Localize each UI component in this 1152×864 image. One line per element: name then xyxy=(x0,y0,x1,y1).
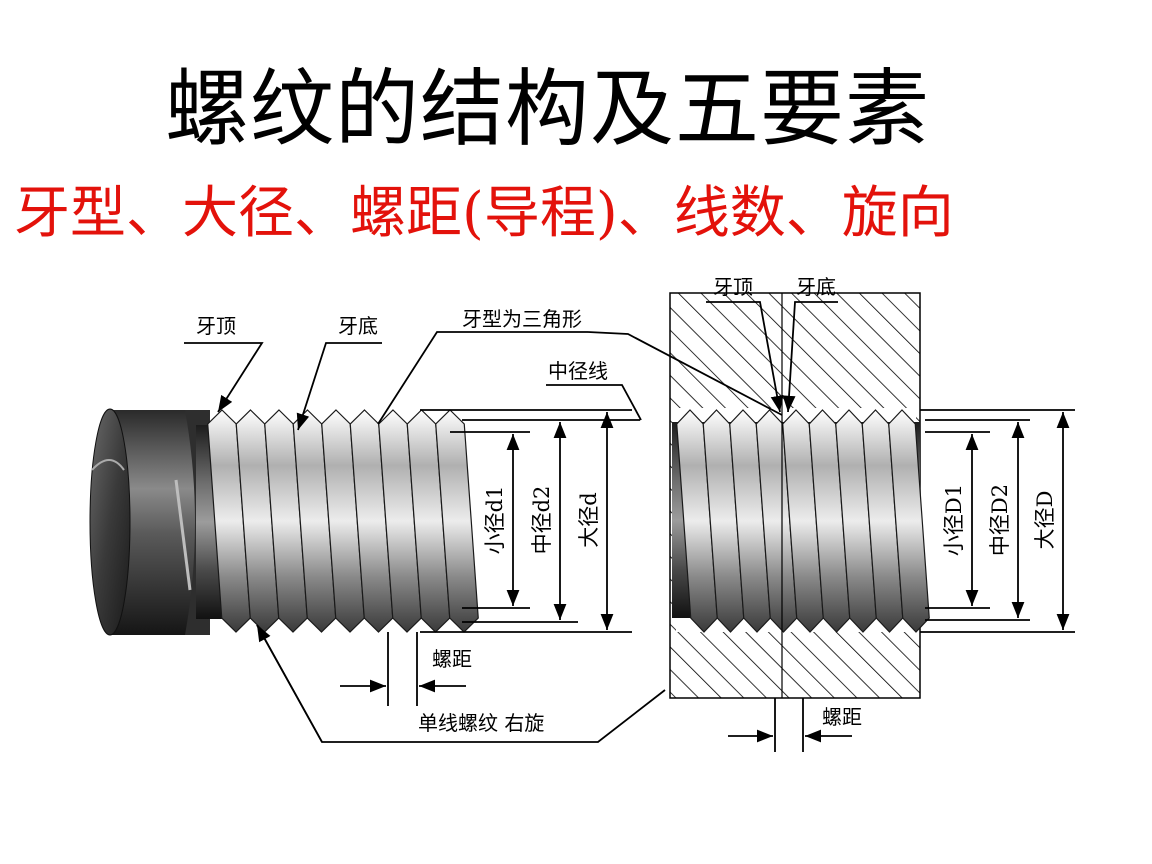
pitch-diameter-D2-label: 中径D2 xyxy=(988,484,1012,556)
pitch-line-label: 中径线 xyxy=(548,359,608,383)
major-diameter-d-label: 大径d xyxy=(577,492,601,547)
bolt-crest-label: 牙顶 xyxy=(196,314,236,338)
bolt-pitch-label: 螺距 xyxy=(432,647,472,671)
nut-section xyxy=(669,292,930,699)
nut-crest-label: 牙顶 xyxy=(713,275,753,299)
nut-root-label: 牙底 xyxy=(796,275,836,299)
major-diameter-D-label: 大径D xyxy=(1033,491,1057,550)
thread-profile-label: 牙型为三角形 xyxy=(462,307,582,331)
pitch-diameter-d2-label: 中径d2 xyxy=(530,486,554,555)
dimension-lines xyxy=(184,301,1075,752)
page-subtitle: 牙型、大径、螺距(导程)、线数、旋向 xyxy=(14,181,954,246)
bolt xyxy=(89,408,479,636)
bolt-root-label: 牙底 xyxy=(338,314,378,338)
minor-diameter-D1-label: 小径D1 xyxy=(942,484,966,556)
page-title: 螺纹的结构及五要素 xyxy=(164,60,930,158)
nut-pitch-label: 螺距 xyxy=(822,705,862,729)
thread-type-label: 单线螺纹 右旋 xyxy=(418,711,544,735)
thread-ridge xyxy=(888,409,930,633)
minor-diameter-d1-label: 小径d1 xyxy=(483,486,507,555)
